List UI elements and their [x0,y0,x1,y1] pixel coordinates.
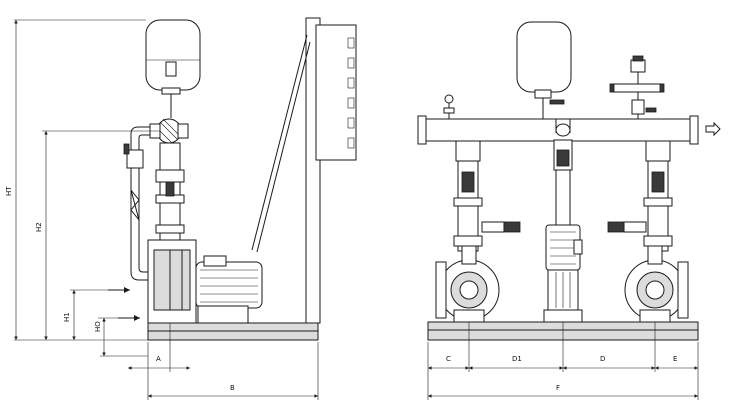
dim-ht-label: HT [5,186,13,196]
dim-f-label: F [556,384,560,392]
dim-h2-label: H2 [35,222,43,232]
side-support-strut [251,34,308,251]
front-pressure-switch [630,59,646,73]
front-pressure-gauge [444,94,454,104]
side-pressure-vessel [145,19,201,91]
dim-d-label: D [600,355,605,363]
side-control-box [315,24,357,161]
front-view [417,21,721,341]
dim-ho-label: HO [94,321,102,332]
dim-c-label: C [446,355,451,363]
side-view [108,17,357,341]
dim-a-label: A [156,355,161,363]
front-pump-right [607,140,689,323]
front-discharge-arrow [705,121,721,137]
front-dimensions: C D1 D E F [427,322,699,400]
side-motor [195,261,263,309]
front-pump-left [435,140,521,323]
dim-d1-label: D1 [512,355,522,363]
front-pressure-vessel [516,21,572,93]
side-bypass-pipe [130,126,150,281]
dim-h1-label: H1 [63,312,71,322]
dim-b-label: B [230,384,235,392]
dim-e-label: E [673,355,677,363]
side-dimensions: HT H2 H1 HO A B [5,19,319,400]
front-pump-middle [543,119,583,323]
